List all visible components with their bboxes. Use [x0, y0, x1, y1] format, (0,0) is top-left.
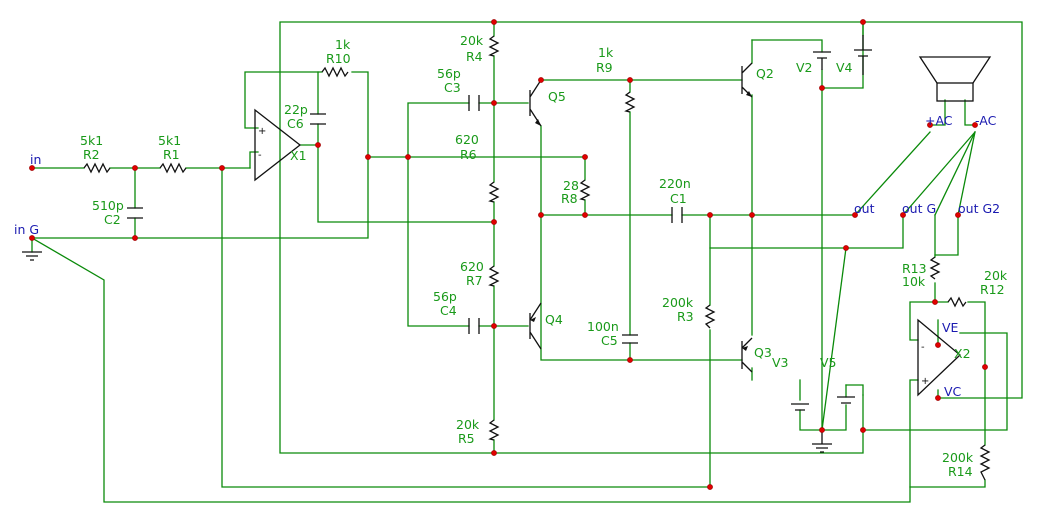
resistor-r1[interactable]: [159, 162, 187, 174]
capacitor-c1[interactable]: [671, 207, 683, 223]
resistor-r4[interactable]: [488, 35, 500, 57]
capacitor-c3[interactable]: [468, 95, 480, 111]
r7-ref: R7: [466, 273, 483, 288]
r10-value: 1k: [335, 37, 351, 52]
q2-ref: Q2: [756, 66, 774, 81]
x2-minus-sign: -: [921, 342, 925, 353]
r1-ref: R1: [163, 147, 180, 162]
r12-value: 20k: [984, 268, 1008, 283]
resistor-r9[interactable]: [624, 91, 636, 113]
net-label-minus-ac: -AC: [975, 113, 997, 128]
transistor-q4[interactable]: [529, 302, 542, 350]
c5-ref: C5: [601, 333, 618, 348]
battery-v5[interactable]: [837, 396, 855, 404]
resistor-r5[interactable]: [488, 419, 500, 441]
r12-ref: R12: [980, 282, 1005, 297]
resistor-r3[interactable]: [704, 304, 716, 329]
r14-value: 200k: [942, 450, 974, 465]
net-label-in-g: in G: [14, 222, 39, 237]
r3-ref: R3: [677, 309, 694, 324]
r7-value: 620: [460, 259, 484, 274]
capacitor-c4[interactable]: [468, 318, 480, 334]
x2-plus-sign: +: [921, 376, 929, 387]
r6-ref: R6: [460, 147, 477, 162]
r5-value: 20k: [456, 417, 480, 432]
wires: [31, 21, 1023, 503]
r13-ref: R13: [902, 261, 927, 276]
r5-ref: R5: [458, 431, 475, 446]
c3-ref: C3: [444, 80, 461, 95]
capacitor-c6[interactable]: [310, 113, 326, 125]
ground-symbol-input: [22, 251, 42, 261]
r13-value: 10k: [902, 274, 926, 289]
net-label-in: in: [30, 152, 41, 167]
junctions: [29, 19, 988, 490]
q5-ref: Q5: [548, 89, 566, 104]
c3-value: 56p: [437, 66, 461, 81]
x1-plus-sign: +: [258, 126, 266, 137]
net-label-out: out: [854, 201, 875, 216]
r3-value: 200k: [662, 295, 694, 310]
resistor-r2[interactable]: [83, 162, 111, 174]
resistor-r10[interactable]: [321, 66, 349, 78]
transistor-q2[interactable]: [741, 62, 753, 98]
net-label-ve: VE: [942, 320, 959, 335]
r14-ref: R14: [948, 464, 973, 479]
opamp-x1[interactable]: + -: [254, 108, 302, 182]
c1-ref: C1: [670, 191, 687, 206]
capacitor-c2[interactable]: [127, 207, 143, 219]
r10-ref: R10: [326, 51, 351, 66]
ground-symbol-supply: [812, 430, 832, 453]
r6-value: 620: [455, 132, 479, 147]
x2-ref: X2: [954, 346, 971, 361]
r1-value: 5k1: [158, 133, 181, 148]
transistor-q5[interactable]: [529, 79, 542, 127]
resistor-r6[interactable]: [488, 181, 500, 203]
c4-value: 56p: [433, 289, 457, 304]
c4-ref: C4: [440, 303, 457, 318]
r4-ref: R4: [466, 49, 483, 64]
resistor-r13[interactable]: [929, 256, 941, 280]
r4-value: 20k: [460, 33, 484, 48]
transistor-q3[interactable]: [741, 337, 753, 373]
resistor-r12[interactable]: [947, 296, 967, 308]
r9-ref: R9: [596, 60, 613, 75]
v3-ref: V3: [772, 355, 789, 370]
v2-ref: V2: [796, 60, 813, 75]
battery-v3[interactable]: [791, 403, 809, 411]
x1-minus-sign: -: [258, 150, 262, 161]
battery-v2[interactable]: [813, 51, 831, 70]
v4-ref: V4: [836, 60, 853, 75]
c6-value: 22p: [284, 102, 308, 117]
c2-value: 510p: [92, 198, 124, 213]
resistor-r14[interactable]: [979, 444, 991, 481]
c1-value: 220n: [659, 176, 691, 191]
r9-value: 1k: [598, 45, 614, 60]
c2-ref: C2: [104, 212, 121, 227]
net-label-vc: VC: [944, 384, 962, 399]
net-label-plus-ac: +AC: [925, 113, 953, 128]
r8-ref: R8: [561, 191, 578, 206]
battery-v4[interactable]: [854, 35, 872, 75]
opamp-x2[interactable]: - +: [917, 318, 961, 397]
r2-value: 5k1: [80, 133, 103, 148]
net-label-out-g: out G: [902, 201, 936, 216]
capacitor-c5[interactable]: [622, 334, 638, 344]
r8-value: 28: [563, 178, 579, 193]
x1-ref: X1: [290, 148, 307, 163]
labels: in in G 5k1 R2 5k1 R1 510p C2 1k R10 22p…: [14, 33, 1008, 479]
q4-ref: Q4: [545, 312, 563, 327]
net-label-out-g2: out G2: [958, 201, 1000, 216]
resistor-r8[interactable]: [579, 179, 591, 201]
resistor-r7[interactable]: [488, 265, 500, 287]
r2-ref: R2: [83, 147, 100, 162]
speaker-icon: [918, 56, 992, 102]
q3-ref: Q3: [754, 345, 772, 360]
c6-ref: C6: [287, 116, 304, 131]
c5-value: 100n: [587, 319, 619, 334]
v5-ref: V5: [820, 355, 837, 370]
